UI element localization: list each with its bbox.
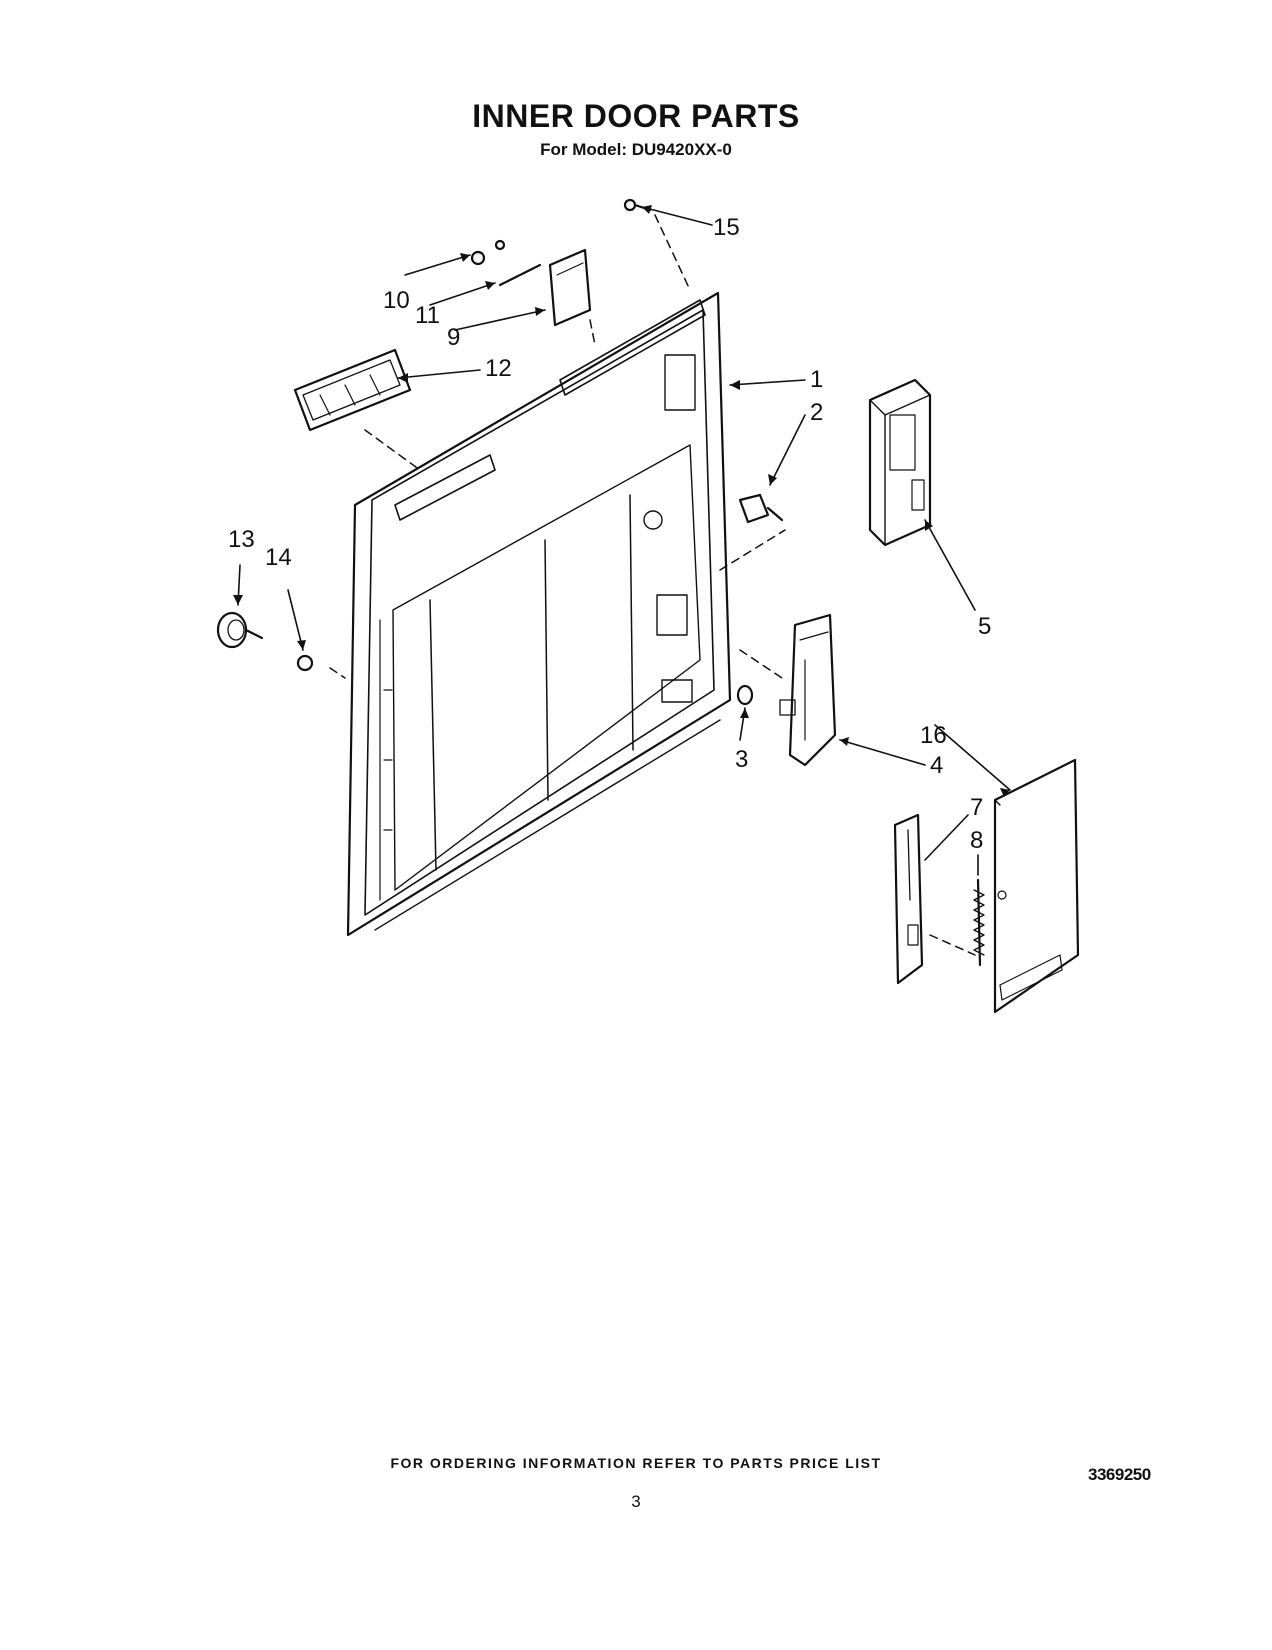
callout-16: 16 bbox=[920, 722, 947, 749]
callout-1: 1 bbox=[810, 366, 823, 393]
part-14-washer bbox=[296, 654, 314, 672]
callout-arrowheads bbox=[233, 205, 1010, 797]
part-11-pin bbox=[498, 263, 542, 287]
part-13-knob bbox=[216, 611, 264, 649]
page-number: 3 bbox=[631, 1492, 641, 1511]
part-16-cover bbox=[993, 758, 1080, 1014]
callout-10: 10 bbox=[383, 287, 410, 314]
ordering-note: FOR ORDERING INFORMATION REFER TO PARTS … bbox=[390, 1455, 882, 1471]
callout-9: 9 bbox=[447, 324, 460, 351]
part-10-clip bbox=[470, 250, 486, 266]
assembly-guide-lines bbox=[329, 214, 976, 956]
callout-13: 13 bbox=[228, 526, 255, 553]
callout-11: 11 bbox=[415, 302, 440, 329]
part-9-cover bbox=[548, 248, 592, 327]
page-title: INNER DOOR PARTS bbox=[472, 98, 800, 134]
callout-12: 12 bbox=[485, 355, 512, 382]
inner-door-panel bbox=[346, 291, 732, 937]
part-2-fastener bbox=[738, 493, 784, 524]
callout-7: 7 bbox=[970, 794, 983, 821]
callout-8: 8 bbox=[970, 827, 983, 854]
document-number: 3369250 bbox=[1088, 1465, 1151, 1484]
callout-15: 15 bbox=[713, 214, 740, 241]
model-subtitle: For Model: DU9420XX-0 bbox=[540, 140, 732, 159]
callout-5: 5 bbox=[978, 613, 991, 640]
callout-4: 4 bbox=[930, 752, 943, 779]
callout-3: 3 bbox=[735, 746, 748, 773]
part-12-vent bbox=[293, 348, 412, 432]
part-4-latch bbox=[779, 613, 837, 767]
part-10-clip-b bbox=[494, 239, 506, 251]
part-8-spring bbox=[973, 878, 985, 967]
callout-2: 2 bbox=[810, 399, 823, 426]
part-5-module bbox=[868, 378, 932, 547]
part-3-clip bbox=[736, 684, 754, 706]
callout-14: 14 bbox=[265, 544, 292, 571]
part-7-bracket bbox=[893, 813, 924, 985]
